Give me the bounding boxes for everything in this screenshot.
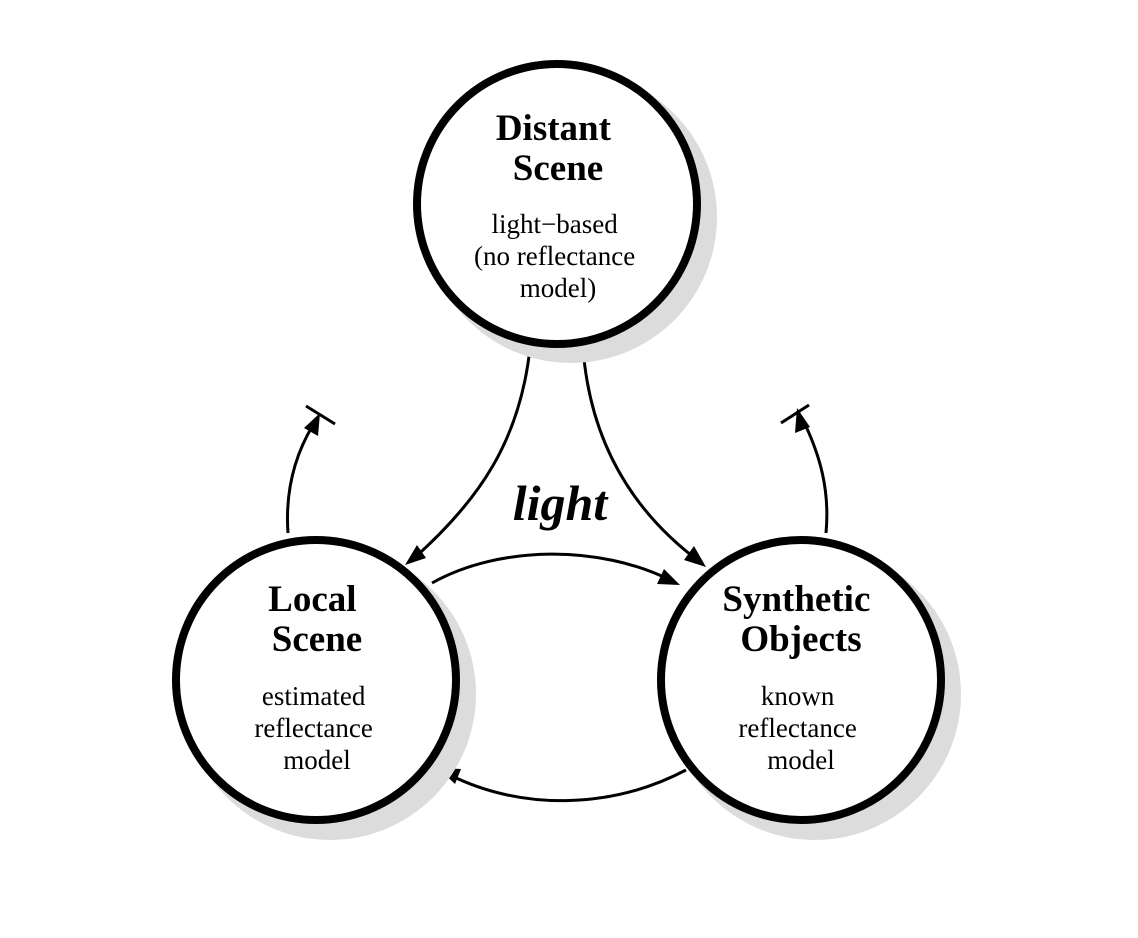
arrowhead-distant-to-local — [405, 545, 426, 565]
stop-bar-local-outside — [305, 404, 336, 426]
node-local-scene: Local Scene estimated reflectance model — [172, 536, 476, 840]
node-distant-scene: Distant Scene light−based (no reflectanc… — [413, 60, 717, 363]
node-circle — [413, 60, 701, 348]
node-title-line: Synthetic — [722, 579, 870, 620]
node-description-line: estimated — [262, 681, 366, 711]
node-synthetic-objects: Synthetic Objects known reflectance mode… — [657, 536, 961, 840]
node-title: Local Scene — [268, 579, 366, 660]
node-title-line: Objects — [740, 619, 861, 660]
center-label-light: light — [513, 475, 610, 531]
edges-layer — [286, 347, 829, 803]
node-title: Synthetic Objects — [722, 579, 879, 660]
arrowhead-local-to-outside — [304, 413, 320, 436]
node-description-line: model — [767, 745, 835, 775]
edge-synthetic-to-local — [449, 768, 687, 803]
edge-distant-to-local — [411, 347, 532, 562]
node-description: estimated reflectance model — [254, 681, 379, 775]
node-description: light−based (no reflectance model) — [474, 209, 642, 303]
node-title-line: Scene — [272, 619, 362, 660]
arrowhead-local-to-synthetic — [657, 569, 680, 585]
node-title-line: Distant — [496, 108, 612, 149]
node-description-line: model) — [520, 273, 596, 303]
edge-synthetic-to-outside — [801, 419, 829, 534]
node-description-line: model — [283, 745, 351, 775]
edge-local-to-synthetic — [431, 552, 671, 585]
node-description-line: light−based — [492, 209, 619, 239]
edge-distant-to-synthetic — [581, 347, 701, 564]
arrowhead-distant-to-synthetic — [684, 546, 706, 567]
edge-local-to-outside — [286, 424, 315, 534]
node-circle — [172, 536, 460, 824]
node-title: Distant Scene — [496, 108, 620, 189]
node-description-line: reflectance — [254, 713, 372, 743]
node-description-line: reflectance — [738, 713, 856, 743]
node-title-line: Scene — [513, 148, 603, 189]
node-description-line: known — [761, 681, 835, 711]
arrowhead-synthetic-to-outside — [795, 408, 810, 433]
node-title-line: Local — [268, 579, 356, 620]
node-circle — [657, 536, 945, 824]
stop-bar-synthetic-outside — [780, 403, 810, 425]
node-description: known reflectance model — [738, 681, 863, 775]
node-description-line: (no reflectance — [474, 241, 635, 271]
